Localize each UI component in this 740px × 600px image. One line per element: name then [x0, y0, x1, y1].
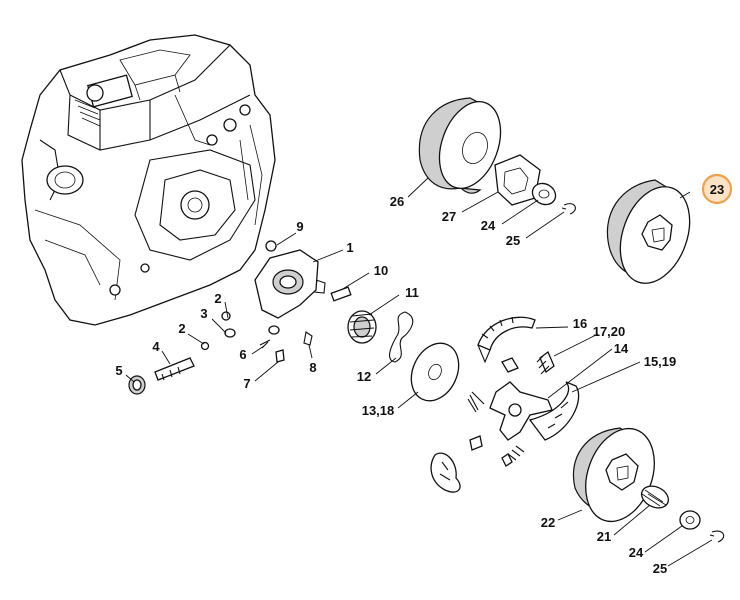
- part-label-8[interactable]: 8: [309, 360, 316, 375]
- part-label-11[interactable]: 11: [405, 285, 419, 300]
- part-label-15-19[interactable]: 15,19: [644, 354, 677, 369]
- part-label-26[interactable]: 26: [390, 194, 404, 209]
- oil-pump-assembly: [128, 240, 414, 395]
- part-label-5[interactable]: 5: [115, 363, 122, 378]
- part-label-3[interactable]: 3: [200, 306, 207, 321]
- highlight-badge-23[interactable]: 23: [701, 173, 733, 205]
- thrust-washer-disc: [410, 342, 460, 402]
- part-label-12[interactable]: 12: [357, 369, 371, 384]
- clutch-assembly: [430, 316, 580, 493]
- part-label-13-18[interactable]: 13,18: [362, 403, 395, 418]
- part-label-16[interactable]: 16: [573, 316, 587, 331]
- part-label-4[interactable]: 4: [152, 339, 160, 354]
- clutch-drum-rim-sprocket: [418, 97, 576, 215]
- part-label-7[interactable]: 7: [243, 376, 250, 391]
- part-label-9[interactable]: 9: [296, 219, 303, 234]
- clutch-drum-highlighted: [606, 179, 691, 284]
- part-label-14[interactable]: 14: [614, 341, 629, 356]
- part-label-10[interactable]: 10: [374, 263, 388, 278]
- part-label-24a[interactable]: 24: [481, 218, 496, 233]
- part-label-2b[interactable]: 2: [178, 321, 185, 336]
- part-labels: 9 1 10 11 2 3 2 4 6 7 8 5 26 27 24 25 12…: [115, 194, 676, 576]
- part-label-21[interactable]: 21: [597, 529, 611, 544]
- part-label-17-20[interactable]: 17,20: [593, 324, 626, 339]
- part-label-22[interactable]: 22: [541, 515, 555, 530]
- part-label-27[interactable]: 27: [442, 209, 456, 224]
- part-label-23: 23: [710, 182, 724, 197]
- part-label-24b[interactable]: 24: [629, 545, 644, 560]
- leader-lines: [125, 177, 713, 567]
- chainsaw-engine-housing: [21, 34, 276, 326]
- part-label-6[interactable]: 6: [239, 347, 246, 362]
- clutch-drum-spur-sprocket: [573, 427, 725, 543]
- part-label-1[interactable]: 1: [346, 240, 353, 255]
- part-label-25a[interactable]: 25: [506, 233, 520, 248]
- part-label-25b[interactable]: 25: [653, 561, 667, 576]
- part-label-2a[interactable]: 2: [214, 291, 221, 306]
